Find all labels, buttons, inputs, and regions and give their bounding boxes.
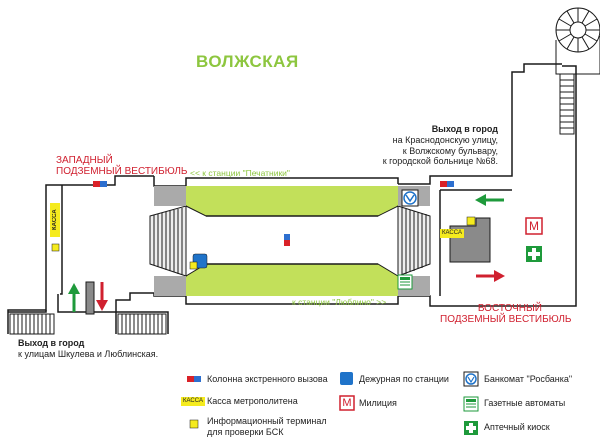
west-down-arrow <box>96 282 108 311</box>
to-pechatniki-label: << к станции "Печатники" <box>190 168 290 178</box>
west-up-arrow <box>68 283 80 312</box>
legend-newspaper-icon <box>463 396 479 412</box>
legend-duty-icon <box>340 372 353 385</box>
legend-emergency-icon <box>187 376 201 382</box>
militia-icon <box>525 217 543 235</box>
legend-kassa-icon <box>181 397 205 406</box>
west-vestibule-line-1: ЗАПАДНЫЙ <box>56 155 113 166</box>
legend-terminal-line-1: Информационный терминал <box>207 416 327 426</box>
legend-terminal-icon <box>189 419 199 429</box>
east-vestibule-line-1: ВОСТОЧНЫЙ <box>477 303 542 314</box>
station-title: ВОЛЖСКАЯ <box>196 52 299 71</box>
legend-terminal-label: Информационный терминал для проверки БСК <box>207 416 327 438</box>
east-exit-title: Выход в город <box>431 124 498 134</box>
east-exit-stairs <box>559 73 575 135</box>
west-exit-info: Выход в город к улицам Шкулева и Люблинс… <box>18 338 158 360</box>
legend-kassa-label: Касса метрополитена <box>207 396 298 406</box>
east-exit-info: Выход в город на Краснодонскую улицу, к … <box>358 124 498 167</box>
emergency-call-icon <box>284 234 290 246</box>
east-exit-line-1: на Краснодонскую улицу, <box>392 135 498 145</box>
legend-atm-icon <box>463 371 479 387</box>
emergency-call-icon <box>440 181 454 187</box>
west-gates <box>85 281 95 315</box>
legend-atm-label: Банкомат "Росбанка" <box>484 374 573 384</box>
spiral-stairs <box>555 7 600 75</box>
legend-militia-letter: М <box>342 397 352 409</box>
west-escalator <box>149 186 187 296</box>
west-exit-stairs <box>9 313 167 335</box>
legend-newspaper-label: Газетные автоматы <box>484 398 566 408</box>
east-exit-line-3: к городской больнице №68. <box>382 156 498 166</box>
east-left-arrow <box>475 194 504 206</box>
east-vestibule-label: ВОСТОЧНЫЙ ПОДЗЕМНЫЙ ВЕСТИБЮЛЬ <box>440 303 572 325</box>
east-kassa-text: КАССА <box>442 230 462 236</box>
east-exit-line-2: к Волжскому бульвару, <box>402 145 498 156</box>
west-vestibule-label: ЗАПАДНЫЙ ПОДЗЕМНЫЙ ВЕСТИБЮЛЬ <box>56 155 187 177</box>
west-kassa-sign <box>50 203 60 237</box>
station-outline <box>7 63 577 334</box>
east-vestibule-line-2: ПОДЗЕМНЫЙ ВЕСТИБЮЛЬ <box>440 314 572 325</box>
bsk-terminal-icon <box>189 261 198 270</box>
west-exit-line-1: к улицам Шкулева и Люблинская. <box>18 349 159 359</box>
bsk-terminal-icon <box>51 243 60 252</box>
atm-icon <box>401 189 419 207</box>
legend-emergency-label: Колонна экстренного вызова <box>207 374 328 384</box>
newspaper-machine-icon <box>397 274 413 290</box>
to-lyublino-label: к станции "Люблино" >> <box>292 297 387 307</box>
east-right-arrow <box>476 270 505 282</box>
emergency-call-icon <box>93 181 107 187</box>
pharmacy-kiosk-icon <box>526 246 542 262</box>
legend-pharmacy-label: Аптечный киоск <box>484 422 550 432</box>
legend-duty-label: Дежурная по станции <box>359 374 449 384</box>
legend-kassa-icon-text: КАССА <box>183 398 203 404</box>
platform <box>185 186 399 296</box>
militia-letter: М <box>529 219 539 233</box>
east-kassa-sign <box>440 229 464 238</box>
west-kassa-text: КАССА <box>52 209 58 231</box>
west-exit-title: Выход в город <box>18 338 85 348</box>
legend-militia-label: Милиция <box>359 398 397 408</box>
legend-militia-icon <box>339 395 355 411</box>
west-vestibule-line-2: ПОДЗЕМНЫЙ ВЕСТИБЮЛЬ <box>56 166 188 177</box>
legend-pharmacy-icon <box>464 421 478 435</box>
bsk-terminal-icon <box>466 216 476 226</box>
legend-terminal-line-2: для проверки БСК <box>207 427 284 437</box>
